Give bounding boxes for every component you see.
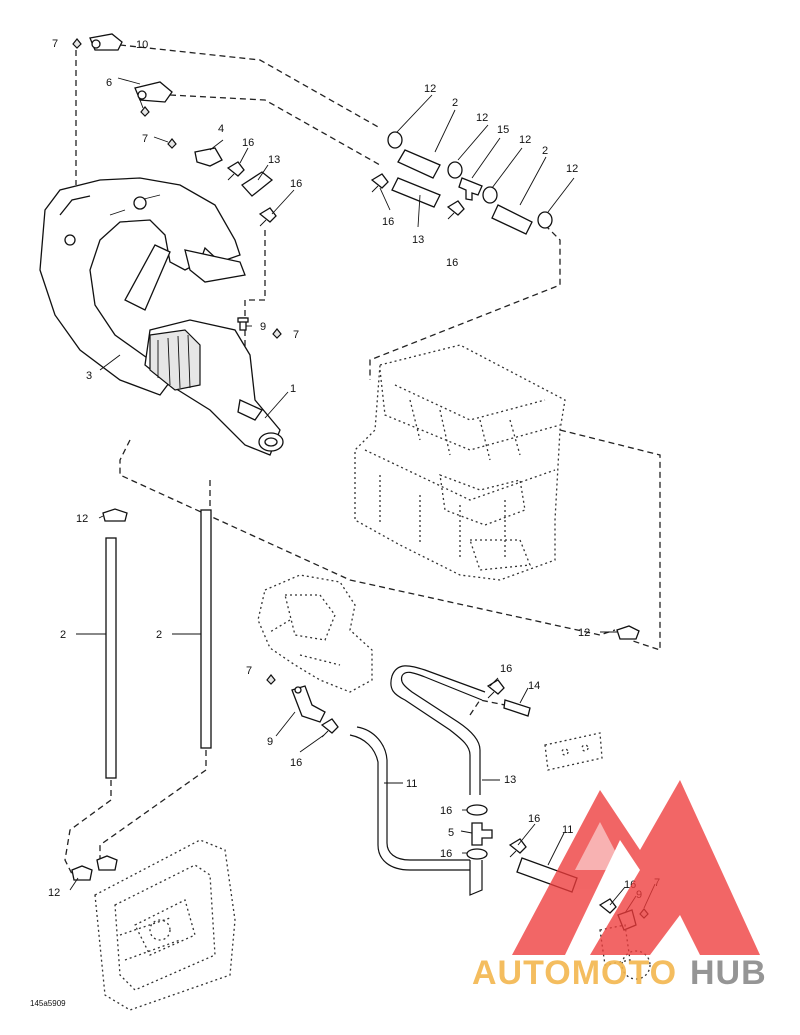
engine-block-outline (354, 344, 566, 581)
upper-hose-assembly (226, 131, 553, 235)
callout-3: 3 (86, 370, 92, 382)
callout-16: 16 (242, 137, 254, 149)
tee-fitting-5 (466, 804, 493, 896)
callout-1: 1 (290, 383, 296, 395)
clamp-12-right (616, 625, 640, 640)
callout-12: 12 (48, 887, 60, 899)
callout-12: 12 (76, 513, 88, 525)
callout-7: 7 (142, 133, 148, 145)
long-hoses-left (64, 508, 212, 881)
intake-grate (94, 839, 236, 1011)
fitting-10 (89, 33, 123, 51)
nuts (72, 38, 649, 919)
callout-10: 10 (136, 39, 148, 51)
callout-7: 7 (52, 38, 58, 50)
callout-16: 16 (500, 663, 512, 675)
callout-13: 13 (412, 234, 424, 246)
callout-6: 6 (106, 77, 112, 89)
watermark-text-automoto: AUTOMOTO (472, 954, 677, 992)
muffler (144, 319, 284, 456)
callout-11: 11 (406, 778, 417, 790)
callout-16: 16 (440, 805, 452, 817)
callout-12: 12 (476, 112, 488, 124)
callout-12: 12 (578, 627, 590, 639)
callout-13: 13 (268, 154, 280, 166)
callout-12: 12 (519, 134, 531, 146)
callout-4: 4 (218, 123, 224, 135)
callout-2: 2 (60, 629, 66, 641)
callout-9: 9 (267, 736, 273, 748)
callout-16: 16 (290, 178, 302, 190)
callout-13: 13 (504, 774, 516, 786)
callout-14: 14 (528, 680, 540, 692)
callout-5: 5 (448, 827, 454, 839)
callout-2: 2 (156, 629, 162, 641)
hose-11-pump (349, 726, 470, 871)
watermark-text-hub: HUB (690, 954, 767, 992)
callout-2: 2 (452, 97, 458, 109)
callout-labels: 7 10 6 7 4 16 13 16 9 7 1 3 12 2 12 15 1… (30, 38, 660, 1008)
callout-11: 11 (562, 824, 573, 836)
watermark-triangle-mark (512, 780, 760, 955)
callout-2: 2 (542, 145, 548, 157)
pump-fitting-9 (291, 685, 326, 723)
callout-12: 12 (566, 163, 578, 175)
callout-15: 15 (497, 124, 509, 136)
mounting-bracket (544, 732, 603, 771)
pump-housing-outline (257, 574, 373, 693)
hose-13-loop (390, 665, 486, 795)
callout-16: 16 (440, 848, 452, 860)
callout-16: 16 (382, 216, 394, 228)
figure-reference-code: 145a5909 (30, 999, 66, 1008)
fitting-14 (486, 679, 531, 717)
callout-16: 16 (528, 813, 540, 825)
watermark-logo (512, 780, 760, 955)
callout-8: 9 (260, 321, 266, 333)
fitting-4 (194, 147, 223, 167)
tuned-pipe (39, 177, 246, 396)
screw-8 (237, 317, 249, 331)
callout-16: 16 (290, 757, 302, 769)
hose-routing-lines (75, 44, 661, 716)
callout-16: 16 (446, 257, 458, 269)
callout-7: 7 (246, 665, 252, 677)
callout-7: 7 (293, 329, 299, 341)
callout-12: 12 (424, 83, 436, 95)
fitting-6 (134, 81, 173, 109)
pump-clamp-16 (320, 718, 339, 738)
